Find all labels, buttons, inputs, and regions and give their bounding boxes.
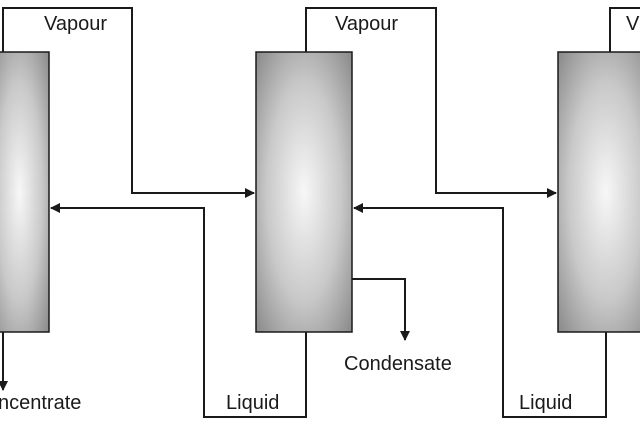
liquid-label-2: Liquid (519, 392, 572, 414)
liquid-label-1: Liquid (226, 392, 279, 414)
vapour-line-2 (305, 7, 557, 198)
liquid-line-1 (50, 203, 307, 418)
vapour-line-3 (609, 7, 640, 52)
vapour-line-1 (2, 7, 255, 198)
evaporator-vessel-1 (0, 51, 50, 333)
vapour-label-2: Vapour (335, 13, 398, 35)
vapour-label-3: V (626, 13, 640, 35)
vapour-label-1: Vapour (44, 13, 107, 35)
evaporator-vessel-3 (557, 51, 640, 333)
evaporator-vessel-2 (255, 51, 353, 333)
condensate-line (352, 278, 410, 341)
condensate-label: Condensate (344, 353, 452, 375)
concentrate-label: ncentrate (0, 392, 81, 414)
liquid-line-2 (353, 203, 607, 418)
